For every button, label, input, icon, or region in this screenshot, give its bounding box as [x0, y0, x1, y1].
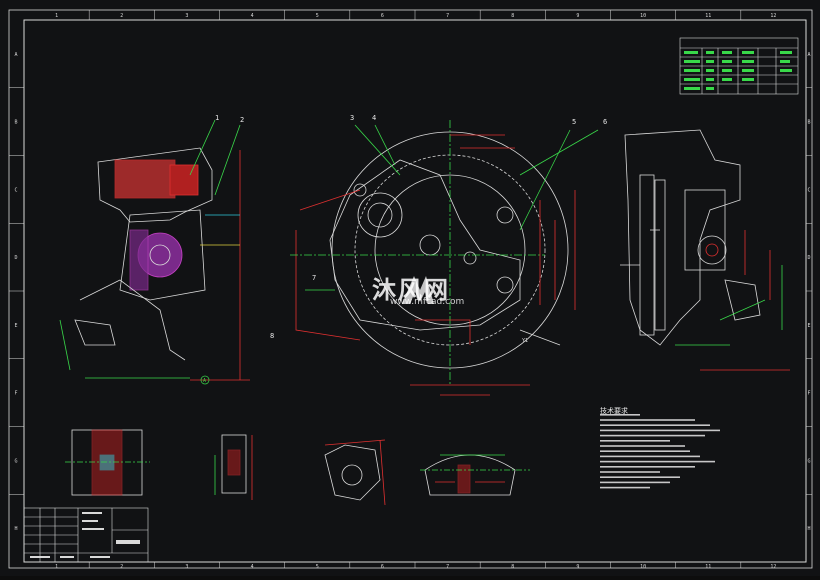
center-main-view — [290, 120, 599, 396]
balloon-label: 3 — [350, 114, 354, 122]
title-block-cells — [30, 512, 140, 558]
zone-col-label: 7 — [446, 13, 449, 19]
outer-frame — [8, 9, 813, 569]
zone-row-label: D — [807, 255, 810, 261]
zone-row-label: F — [807, 391, 810, 397]
zone-row-label: H — [14, 526, 17, 532]
zone-col-label: 9 — [576, 564, 579, 570]
detail-view-4 — [420, 454, 530, 496]
watermark-brand: 沐风网 — [372, 276, 450, 304]
zone-col-label: 1 — [55, 564, 58, 570]
zone-col-label: 5 — [316, 13, 319, 19]
parameter-table-cells — [684, 51, 792, 90]
zone-row-label: F — [14, 391, 17, 397]
zone-col-label: 5 — [316, 564, 319, 570]
zone-row-labels: A A B B C C D D E E F F G G H H — [9, 52, 812, 532]
zone-col-label: 11 — [705, 13, 711, 19]
tech-notes-title: 技术要求 — [600, 407, 628, 415]
zone-row-label: C — [14, 187, 17, 193]
zone-row-label: E — [14, 323, 17, 329]
zone-col-label: 2 — [120, 13, 123, 19]
zone-col-label: 8 — [511, 13, 514, 19]
detail-view-1 — [65, 429, 150, 496]
zone-col-label: 4 — [251, 564, 254, 570]
zone-row-label: H — [807, 526, 810, 532]
section-marker-label: A — [203, 378, 206, 384]
zone-row-label: B — [14, 120, 17, 126]
left-section-view — [59, 119, 250, 381]
zone-col-label: 10 — [640, 13, 646, 19]
technical-notes-lines — [600, 414, 720, 489]
zone-row-label: A — [14, 52, 17, 58]
mf-logo-icon — [402, 276, 434, 304]
detail-view-3 — [324, 439, 386, 506]
zone-row-label: E — [807, 323, 810, 329]
zone-row-label: G — [14, 458, 17, 464]
balloon-label: 7 — [312, 274, 316, 282]
zone-row-label: B — [807, 120, 810, 126]
zone-col-label: 8 — [511, 564, 514, 570]
balloon-label: 4 — [372, 114, 376, 122]
zone-col-label: 1 — [55, 13, 58, 19]
balloon-label: 8 — [270, 332, 274, 340]
zone-row-label: D — [14, 255, 17, 261]
right-side-view — [620, 129, 790, 371]
part-balloons: 1 2 3 4 5 6 7 8A Y1 — [200, 114, 607, 385]
watermark-url: www.mfcad.com — [390, 297, 465, 307]
balloon-label: 5 — [572, 118, 576, 126]
zone-col-label: 6 — [381, 13, 384, 19]
zone-col-label: 4 — [251, 13, 254, 19]
zone-col-label: 7 — [446, 564, 449, 570]
zone-col-label: 12 — [770, 13, 776, 19]
zone-col-label: 3 — [185, 13, 188, 19]
zone-row-label: A — [807, 52, 810, 58]
detail-view-2 — [214, 434, 253, 500]
zone-col-label: 11 — [705, 564, 711, 570]
zone-row-label: C — [807, 187, 810, 193]
balloon-label: 1 — [215, 114, 219, 122]
balloon-label: 6 — [603, 118, 607, 126]
parameter-table — [679, 37, 799, 95]
zone-col-label: 10 — [640, 564, 646, 570]
zone-col-label: 6 — [381, 564, 384, 570]
zone-col-label: 9 — [576, 13, 579, 19]
balloon-label: 2 — [240, 116, 244, 124]
zone-row-label: G — [807, 458, 810, 464]
zone-col-label: 12 — [770, 564, 776, 570]
section-marker-label: Y1 — [522, 338, 528, 344]
title-block — [23, 507, 149, 563]
zone-col-label: 3 — [185, 564, 188, 570]
zone-col-label: 2 — [120, 564, 123, 570]
